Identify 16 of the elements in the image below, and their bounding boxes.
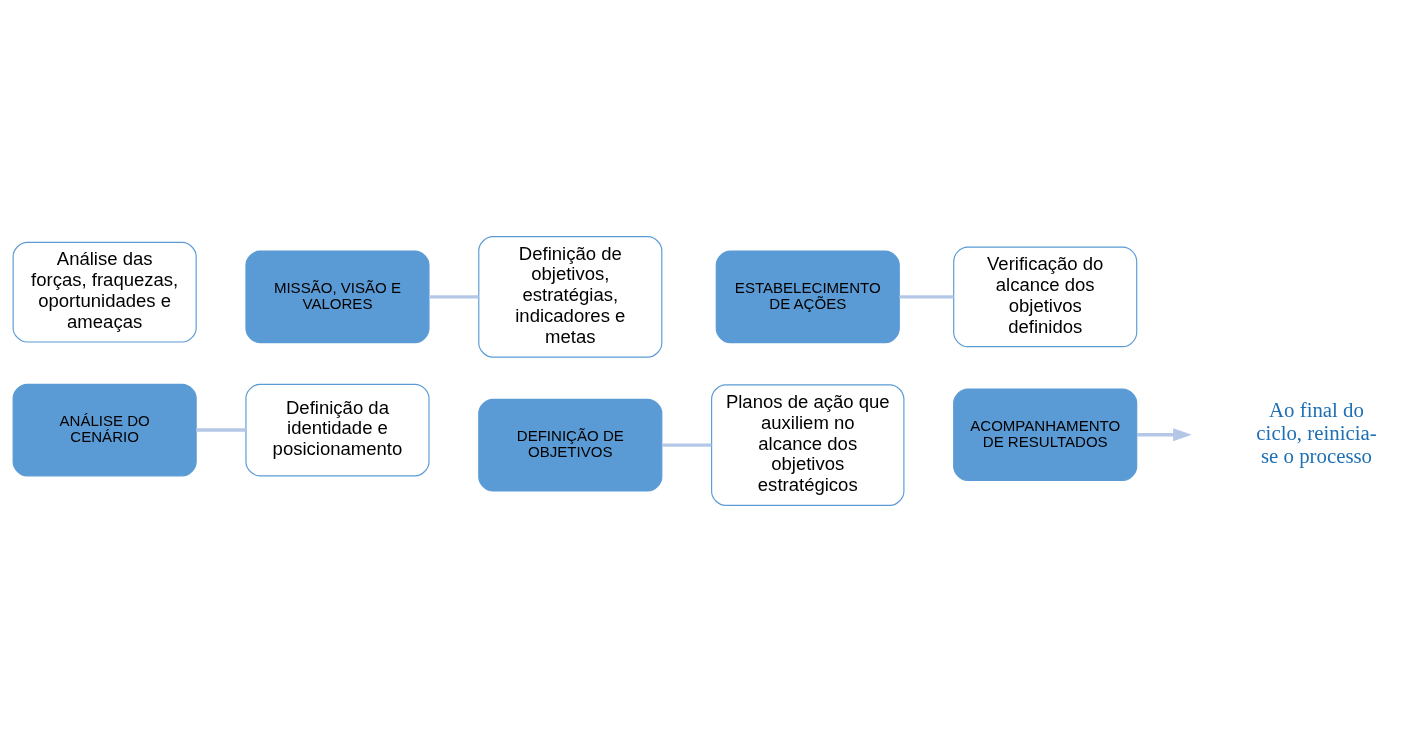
node-box: Análise das forças, fraquezas, oportunidades e ameaças — [12, 241, 197, 343]
label: Ao final do ciclo, reinicia-se o processo — [1256, 397, 1377, 468]
connector — [196, 427, 246, 432]
connector — [429, 294, 479, 299]
arrow — [1137, 427, 1192, 441]
node-box: Planos de ação que auxiliem no alcance dos objetivos estratégicos — [711, 383, 905, 506]
connector — [662, 442, 712, 447]
node-box: MISSÃO, VISÃO E VALORES — [245, 250, 430, 343]
node-box: ANÁLISE DO CENÁRIO — [12, 383, 197, 476]
node-box: Verificação do alcance dos objetivos definidos — [953, 246, 1138, 347]
node-box: DEFINIÇÃO DE OBJETIVOS — [478, 398, 663, 491]
node-box: Definição da identidade e posicionamento — [245, 383, 430, 476]
connector — [899, 294, 954, 299]
node-box: Definição de objetivos, estratégias, indicadores e metas — [478, 235, 663, 358]
node-box: ESTABELECIMENTO DE AÇÕES — [715, 250, 900, 343]
node-box: ACOMPANHAMENTO DE RESULTADOS — [953, 387, 1138, 481]
